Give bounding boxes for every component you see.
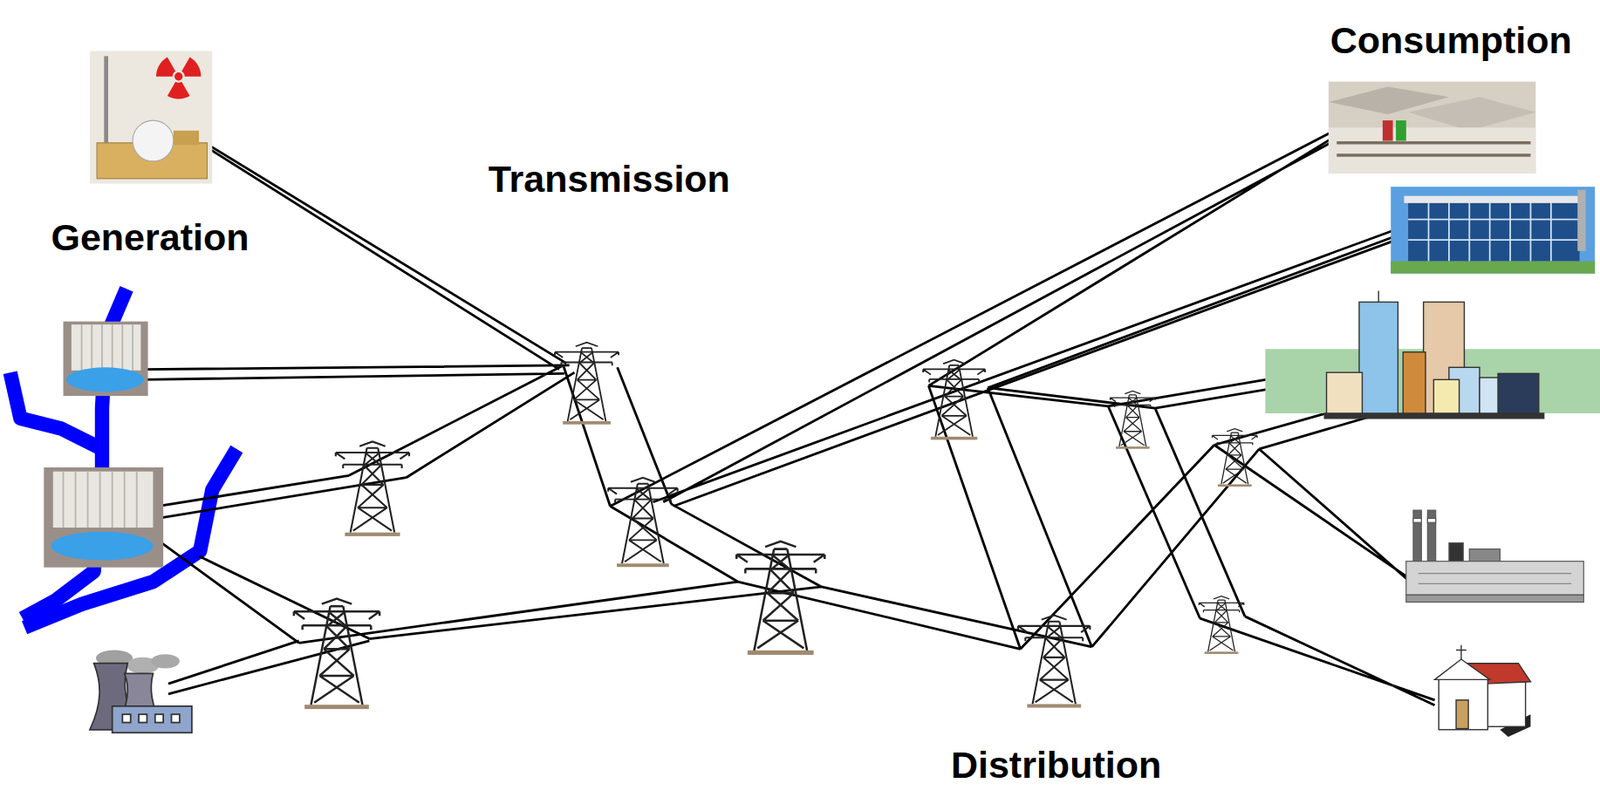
transmission-region: Transmission <box>193 0 898 797</box>
pylon <box>294 342 1258 710</box>
region-title: Generation <box>50 216 249 260</box>
hydro-dam <box>43 467 164 568</box>
river <box>10 288 238 629</box>
region-shape <box>193 0 898 797</box>
region-shape <box>0 0 307 797</box>
region-title: Transmission <box>488 157 731 201</box>
nuclear-plant <box>89 51 212 185</box>
region-fill <box>10 5 305 797</box>
industrial-plant <box>1406 510 1585 602</box>
consumption-label: Consumption <box>1330 19 1573 62</box>
hydro-dam <box>63 321 149 397</box>
region-fill <box>193 5 896 797</box>
factory-building <box>1328 82 1536 174</box>
city-skyline <box>1264 291 1600 419</box>
distribution-label: Distribution <box>950 744 1162 787</box>
office-building <box>1390 186 1595 274</box>
church <box>1435 645 1532 738</box>
thermal-plant <box>89 649 192 733</box>
generation-region: Generation <box>0 0 307 797</box>
